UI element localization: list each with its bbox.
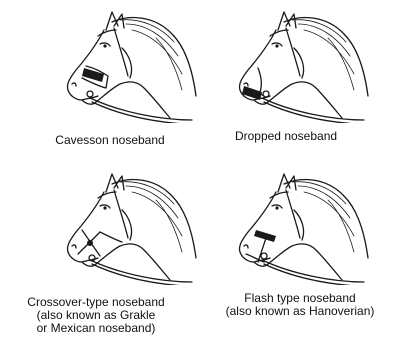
caption-crossover: Crossover-type noseband (also known as G… — [6, 296, 186, 335]
caption-line: or Mexican noseband) — [6, 322, 186, 335]
horse-head-flash-icon — [232, 170, 372, 285]
caption-line: Dropped noseband — [196, 130, 376, 143]
caption-dropped: Dropped noseband — [196, 130, 376, 143]
horse-head-dropped-icon — [232, 8, 372, 123]
caption-line: Cavesson noseband — [20, 134, 200, 147]
caption-flash: Flash type noseband (also known as Hanov… — [210, 292, 390, 318]
horse-head-cavesson-icon — [60, 8, 200, 123]
horse-head-crossover-icon — [60, 170, 200, 285]
caption-line: (also known as Hanoverian) — [210, 305, 390, 318]
caption-cavesson: Cavesson noseband — [20, 134, 200, 147]
